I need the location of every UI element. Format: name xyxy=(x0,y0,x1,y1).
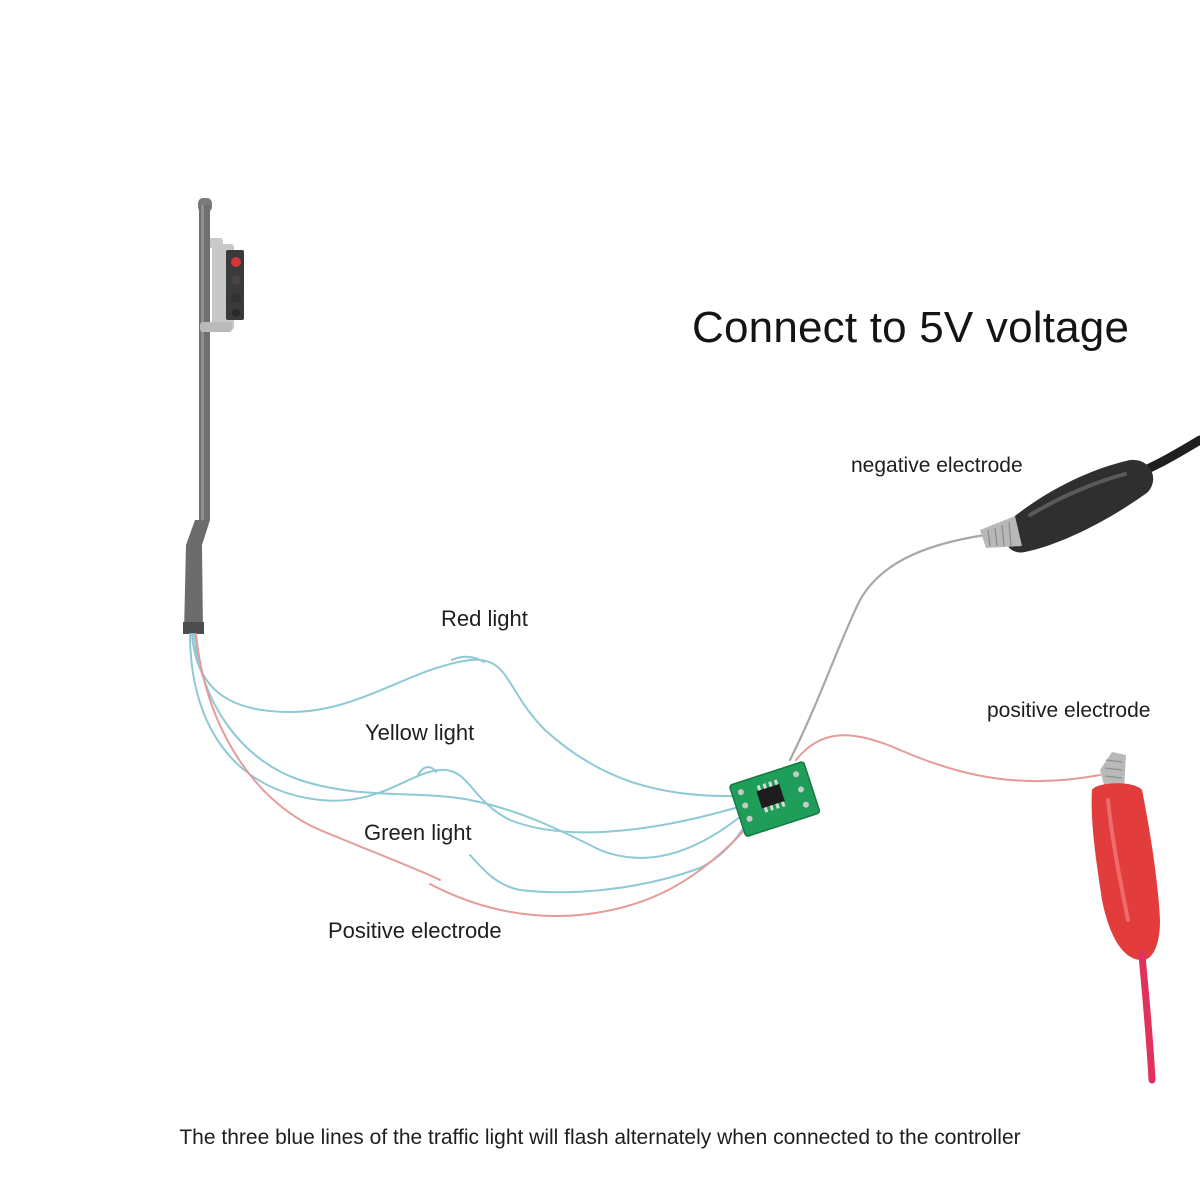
red-positive-wire xyxy=(195,633,441,881)
positive-electrode-wire-label: Positive electrode xyxy=(328,918,502,943)
positive-wire xyxy=(795,734,1101,783)
red-light-wire-end xyxy=(451,655,485,663)
blue-wire-yellow xyxy=(189,633,743,834)
blue-wire-red xyxy=(191,633,741,798)
positive-clip-highlight xyxy=(1106,798,1130,922)
pcb-edge xyxy=(729,761,821,837)
green-light-label: Green light xyxy=(364,820,472,845)
negative-clip-teeth xyxy=(987,521,1012,547)
lamp-base xyxy=(200,322,232,332)
negative-electrode-label: negative electrode xyxy=(851,454,1023,477)
positive-clip-teeth xyxy=(1104,759,1123,779)
red-lamp xyxy=(231,257,241,267)
red-positive-wire-to-board xyxy=(429,821,753,917)
wires xyxy=(189,533,1101,917)
pole-foot xyxy=(183,622,204,634)
traffic-light xyxy=(183,198,244,634)
positive-clip xyxy=(1091,752,1160,1084)
green-lamp xyxy=(231,293,241,303)
red-light-label: Red light xyxy=(441,606,528,631)
negative-wire xyxy=(788,533,987,762)
negative-clip xyxy=(980,435,1200,553)
negative-clip-jaw xyxy=(980,516,1022,548)
pcb-pads xyxy=(737,771,809,822)
pole xyxy=(199,205,210,520)
controller-board xyxy=(729,761,821,837)
pole-base xyxy=(184,520,210,632)
yellow-lamp xyxy=(231,275,241,285)
pole-highlight xyxy=(201,205,204,520)
positive-electrode-clip-label: positive electrode xyxy=(987,699,1151,722)
positive-cable xyxy=(1138,951,1156,1084)
blue-wire-green xyxy=(193,633,747,859)
negative-clip-highlight xyxy=(1028,472,1127,517)
positive-clip-body xyxy=(1091,783,1160,961)
lamp-dot xyxy=(232,309,240,317)
yellow-light-label: Yellow light xyxy=(365,720,475,745)
negative-clip-body xyxy=(1004,459,1154,553)
caption: The three blue lines of the traffic ligh… xyxy=(179,1126,1021,1149)
heading: Connect to 5V voltage xyxy=(692,303,1130,352)
lamp-panel xyxy=(226,250,244,320)
chip-pins xyxy=(756,779,786,813)
chip xyxy=(756,783,785,809)
yellow-light-wire-end xyxy=(417,766,437,776)
